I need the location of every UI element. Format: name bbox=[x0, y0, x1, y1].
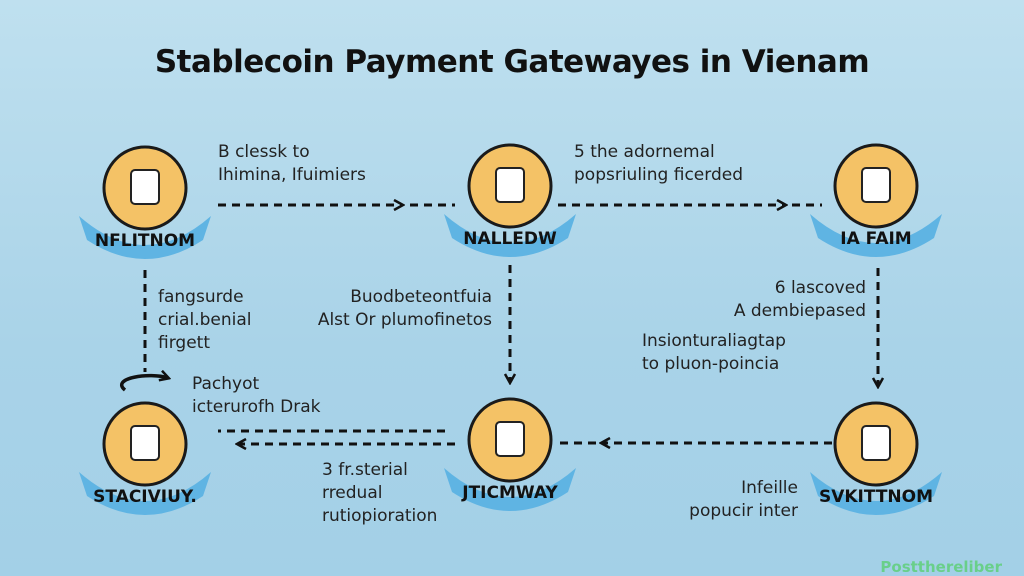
node-3: IA FAIM bbox=[810, 143, 942, 257]
tower-icon bbox=[130, 425, 160, 461]
page-title: Stablecoin Payment Gatewayes in Vienam bbox=[154, 44, 870, 80]
node-label: NALLEDW bbox=[463, 229, 557, 249]
banknote-icon bbox=[130, 169, 160, 205]
node-label: STACIVIUY. bbox=[93, 487, 197, 507]
node-label: JTICMWAY bbox=[461, 483, 558, 503]
node-4: STACIVIUY. bbox=[79, 401, 211, 515]
node-banner bbox=[79, 472, 211, 515]
node-label: IA FAIM bbox=[840, 229, 911, 249]
node-2: NALLEDW bbox=[444, 143, 576, 257]
node-label: SVKITTNOM bbox=[819, 487, 933, 507]
watermark: Postthereliber bbox=[880, 558, 1002, 576]
node-banner bbox=[810, 472, 942, 515]
node-banner bbox=[444, 468, 576, 511]
node-label: NFLITNOM bbox=[95, 231, 195, 251]
node-6: SVKITTNOM bbox=[810, 401, 942, 515]
node-banner bbox=[810, 214, 942, 257]
node-1: NFLITNOM bbox=[79, 145, 211, 259]
scales-icon bbox=[861, 425, 891, 461]
node-banner bbox=[79, 216, 211, 259]
globe-icon bbox=[495, 421, 525, 457]
jar-icon bbox=[495, 167, 525, 203]
node-banner bbox=[444, 214, 576, 257]
figure-icon bbox=[861, 167, 891, 203]
node-5: JTICMWAY bbox=[444, 397, 576, 511]
